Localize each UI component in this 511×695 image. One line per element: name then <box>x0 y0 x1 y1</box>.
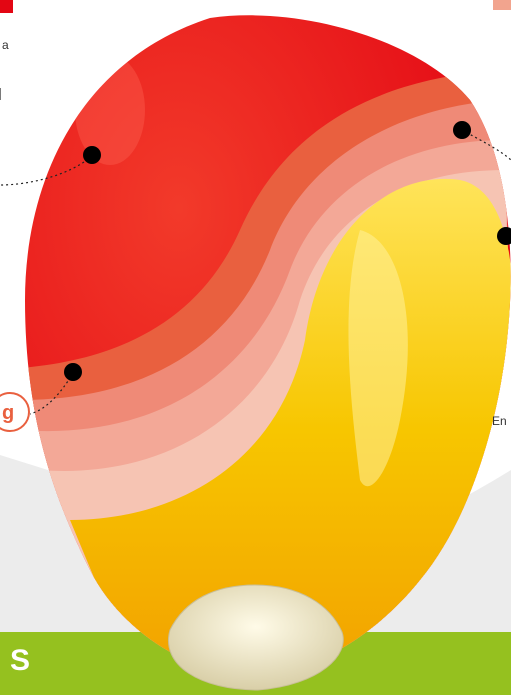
circled-label-text: g <box>2 402 14 424</box>
marker-dot-pericarp <box>83 146 101 164</box>
marker-dot-lower <box>64 363 82 381</box>
right-label: En <box>492 414 507 428</box>
marker-dot-aleurone <box>453 121 471 139</box>
top-left-label: a <box>2 38 9 52</box>
